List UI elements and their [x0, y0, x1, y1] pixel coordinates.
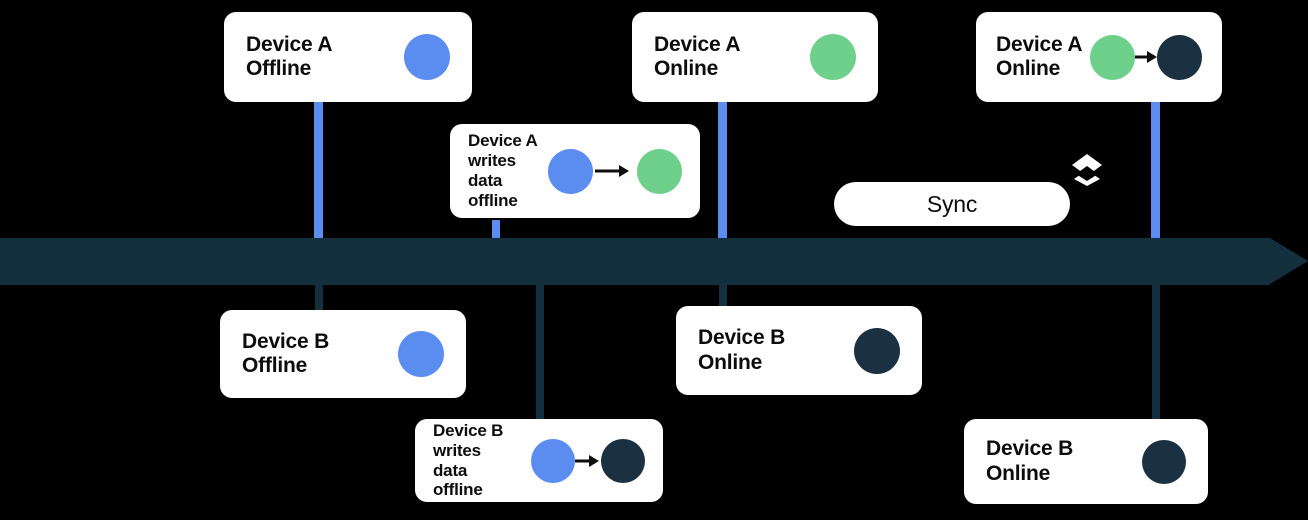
status-dot-navy	[1157, 34, 1202, 80]
status-dot-navy	[854, 327, 900, 374]
card-device-a-writes-data-offline[interactable]: Device A writes data offline	[450, 124, 700, 218]
transition-arrow-icon	[575, 454, 601, 467]
card-label-device-b-writes-data-offline: Device B writes data offline	[433, 420, 504, 500]
status-dot-green	[810, 34, 856, 80]
card-label-device-a-writes-data-offline: Device A writes data offline	[468, 131, 538, 210]
card-visual-device-b-online	[854, 327, 900, 374]
connector-device-a-writes-data-offline	[492, 220, 500, 239]
card-device-b-offline[interactable]: Device B Offline	[220, 310, 466, 398]
card-device-b-online-sync[interactable]: Device B Online	[964, 419, 1208, 504]
card-label-device-b-online-sync: Device B Online	[986, 437, 1074, 485]
card-visual-device-a-online-sync	[1090, 34, 1202, 80]
card-visual-device-b-writes-data-offline	[531, 438, 645, 483]
card-device-b-online[interactable]: Device B Online	[676, 306, 922, 395]
layers-icon	[1069, 152, 1105, 188]
card-label-device-a-online-sync: Device A Online	[996, 32, 1083, 80]
status-dot-blue	[404, 34, 450, 80]
sync-pill[interactable]: Sync	[834, 182, 1070, 226]
timeline-arrow-icon	[1270, 238, 1308, 284]
connector-device-b-online	[719, 285, 727, 307]
transition-arrow-icon	[1135, 51, 1157, 63]
connector-device-b-offline	[315, 285, 323, 310]
connector-device-a-online-sync	[1151, 100, 1160, 239]
card-device-a-offline[interactable]: Device A Offline	[224, 12, 472, 102]
connector-device-a-online	[718, 100, 727, 239]
connector-device-a-offline	[314, 100, 323, 239]
card-visual-device-a-offline	[404, 34, 450, 80]
transition-arrow-icon	[593, 165, 637, 177]
status-dot-navy	[1142, 439, 1186, 484]
card-device-a-online[interactable]: Device A Online	[632, 12, 878, 102]
status-dot-green	[1090, 34, 1135, 80]
sync-label: Sync	[926, 190, 978, 217]
card-visual-device-a-writes-data-offline	[548, 148, 682, 194]
connector-device-b-online-sync	[1152, 285, 1160, 421]
status-dot-blue	[548, 148, 593, 194]
card-label-device-b-online: Device B Online	[698, 326, 786, 374]
card-device-a-online-sync[interactable]: Device A Online	[976, 12, 1222, 102]
card-label-device-a-offline: Device A Offline	[246, 32, 333, 80]
card-label-device-b-offline: Device B Offline	[242, 329, 330, 377]
card-visual-device-a-online	[810, 34, 856, 80]
card-visual-device-b-offline	[398, 331, 444, 377]
card-device-b-writes-data-offline[interactable]: Device B writes data offline	[415, 419, 663, 502]
connector-device-b-writes-data-offline	[536, 285, 544, 420]
status-dot-blue	[531, 438, 575, 483]
status-dot-green	[637, 148, 682, 194]
card-visual-device-b-online-sync	[1142, 439, 1186, 484]
timeline-bar	[0, 238, 1270, 285]
status-dot-blue	[398, 331, 444, 377]
card-label-device-a-online: Device A Online	[654, 32, 741, 80]
status-dot-navy	[601, 438, 645, 483]
